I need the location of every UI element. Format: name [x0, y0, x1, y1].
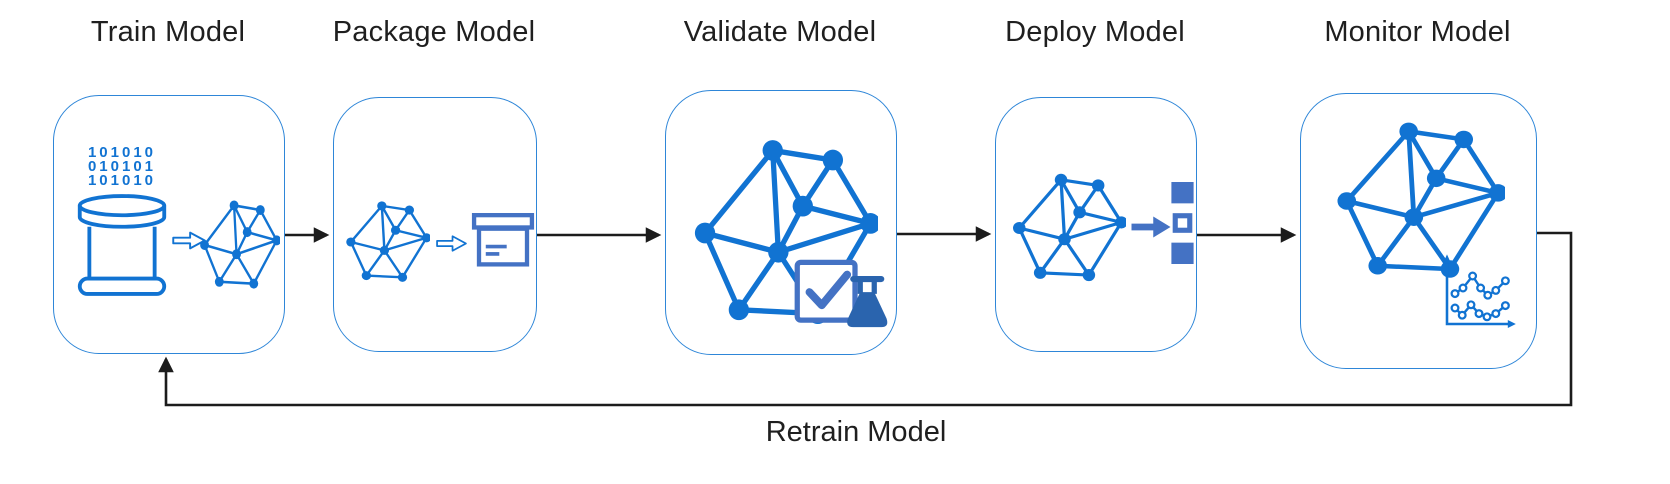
database-icon [77, 194, 167, 296]
stage-title-deploy: Deploy Model [1005, 16, 1185, 48]
network-graph-icon [198, 199, 280, 290]
stage-title-package: Package Model [332, 16, 536, 48]
package-box-icon [471, 212, 535, 267]
binary-line: 010101 [87, 158, 157, 175]
stage-monitor: Monitor Model [1300, 0, 1537, 484]
stage-validate: Validate Model [665, 0, 897, 484]
binary-data: 101010 010101 101010 [74, 144, 170, 189]
stage-box-validate [665, 90, 897, 355]
network-graph-icon [345, 200, 430, 284]
container-stack-icon [1171, 182, 1194, 264]
feedback-label: Retrain Model [765, 416, 947, 448]
checkmark-icon [805, 270, 852, 310]
hollow-arrow-icon [436, 235, 467, 252]
stage-title-train: Train Model [90, 16, 246, 48]
stage-box-package [333, 97, 537, 352]
stage-title-monitor: Monitor Model [1324, 16, 1511, 48]
stage-deploy: Deploy Model [995, 0, 1197, 484]
binary-line: 101010 [87, 144, 157, 161]
stage-box-monitor [1300, 93, 1537, 369]
stage-title-validate: Validate Model [683, 16, 877, 48]
checkmark-badge-icon [794, 259, 888, 328]
stage-package: Package Model [332, 0, 537, 484]
line-chart-icon [1443, 254, 1516, 328]
flask-icon [847, 275, 888, 328]
stage-train: Train Model 101010 010101 101010 [53, 0, 285, 484]
binary-line: 101010 [87, 172, 157, 189]
solid-arrow-icon [1131, 216, 1171, 238]
stage-box-train: 101010 010101 101010 [53, 95, 285, 354]
hollow-arrow-icon [172, 231, 206, 250]
network-graph-icon [1011, 172, 1126, 283]
stage-box-deploy [995, 97, 1197, 352]
